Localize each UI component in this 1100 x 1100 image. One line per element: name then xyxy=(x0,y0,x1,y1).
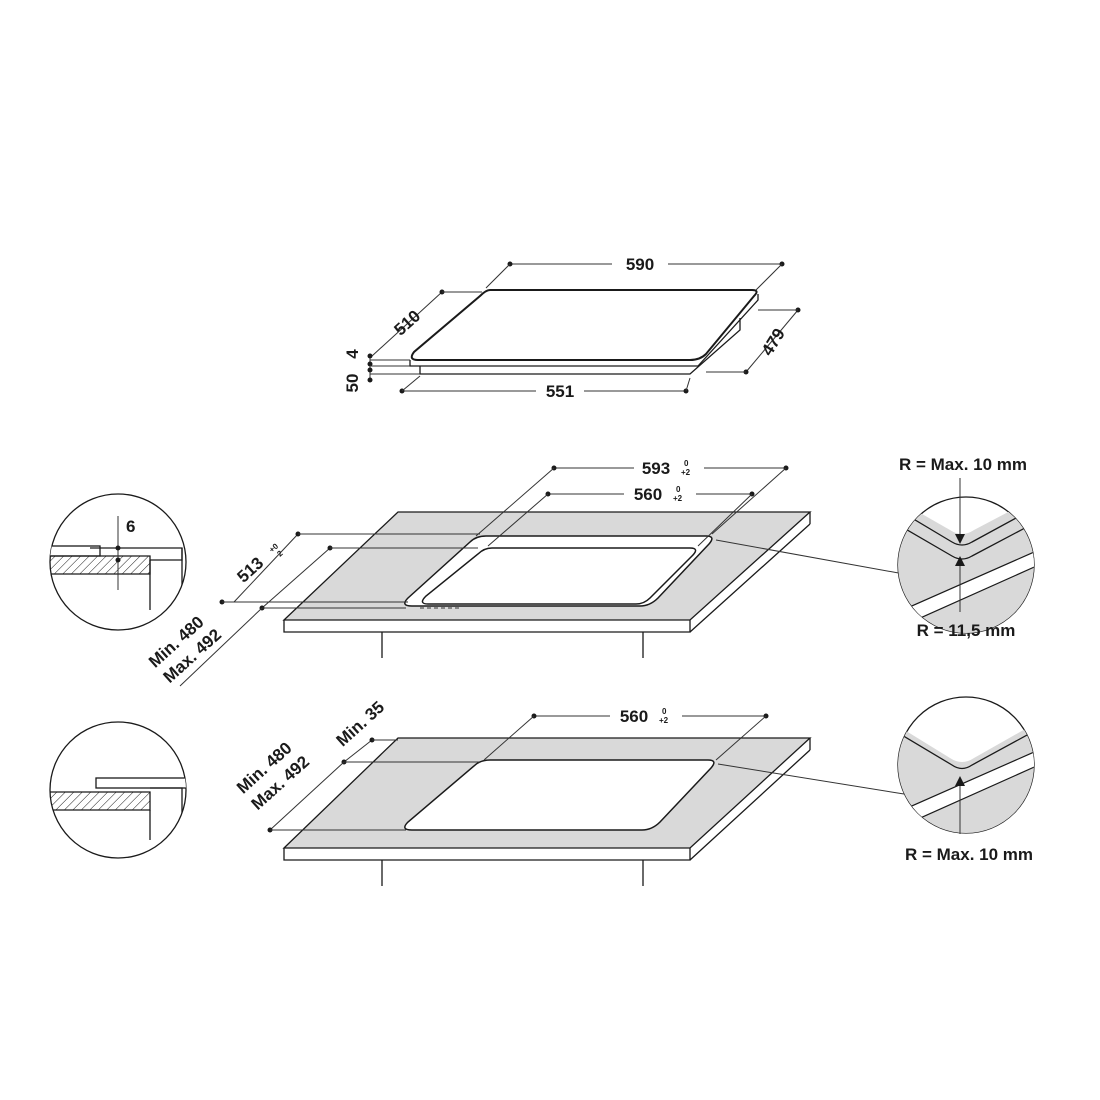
dim-551: 551 xyxy=(399,375,691,401)
label-min35: Min. 35 xyxy=(333,698,389,751)
label-560-standard: 560 xyxy=(620,707,648,726)
detail-corner-standard: R = Max. 10 mm xyxy=(897,696,1035,864)
standard-install-drawing: 560 0 +2 Min. 35 Min. 480 Max. 492 xyxy=(233,698,905,886)
label-50: 50 xyxy=(343,374,362,393)
dim-510: 510 xyxy=(371,289,482,357)
hob-drawing: 590 510 4 50 xyxy=(343,255,801,401)
flush-install-drawing: 593 0 +2 560 0 +2 513 +0 2 xyxy=(145,459,905,687)
hob-glass-edge xyxy=(409,294,759,367)
label-560-flush: 560 xyxy=(634,485,662,504)
label-560-standard-tol-bottom: +2 xyxy=(659,716,669,725)
label-corner-flush-bottom: R = 11,5 mm xyxy=(917,621,1016,640)
hob-body xyxy=(419,318,741,375)
label-4: 4 xyxy=(343,349,362,359)
label-corner-flush-top: R = Max. 10 mm xyxy=(899,455,1027,474)
dim-590: 590 xyxy=(485,255,785,291)
dim-560-flush: 560 0 +2 xyxy=(487,485,755,547)
label-6: 6 xyxy=(126,517,135,536)
dim-593: 593 0 +2 xyxy=(475,459,789,537)
hob-glass-outline xyxy=(410,289,758,361)
flush-cutout xyxy=(421,547,697,605)
dim-height: 4 50 xyxy=(343,349,420,393)
label-593: 593 xyxy=(642,459,670,478)
label-513: 513 xyxy=(233,553,267,586)
detail-rebate: 6 xyxy=(49,493,187,631)
standard-cutout xyxy=(404,759,715,831)
detail-edge-standard xyxy=(49,721,187,859)
label-513-tol-bottom: 2 xyxy=(275,548,285,558)
detail-corner-flush: R = Max. 10 mm R = 11,5 mm xyxy=(897,455,1035,640)
label-593-tol-bottom: +2 xyxy=(681,468,691,477)
label-479: 479 xyxy=(758,325,789,359)
label-551: 551 xyxy=(546,382,574,401)
label-560-standard-tol-top: 0 xyxy=(662,707,667,716)
label-560-flush-tol-top: 0 xyxy=(676,485,681,494)
label-corner-standard: R = Max. 10 mm xyxy=(905,845,1033,864)
label-590: 590 xyxy=(626,255,654,274)
label-560-flush-tol-bottom: +2 xyxy=(673,494,683,503)
dim-560-standard: 560 0 +2 xyxy=(483,707,769,761)
label-593-tol-top: 0 xyxy=(684,459,689,468)
